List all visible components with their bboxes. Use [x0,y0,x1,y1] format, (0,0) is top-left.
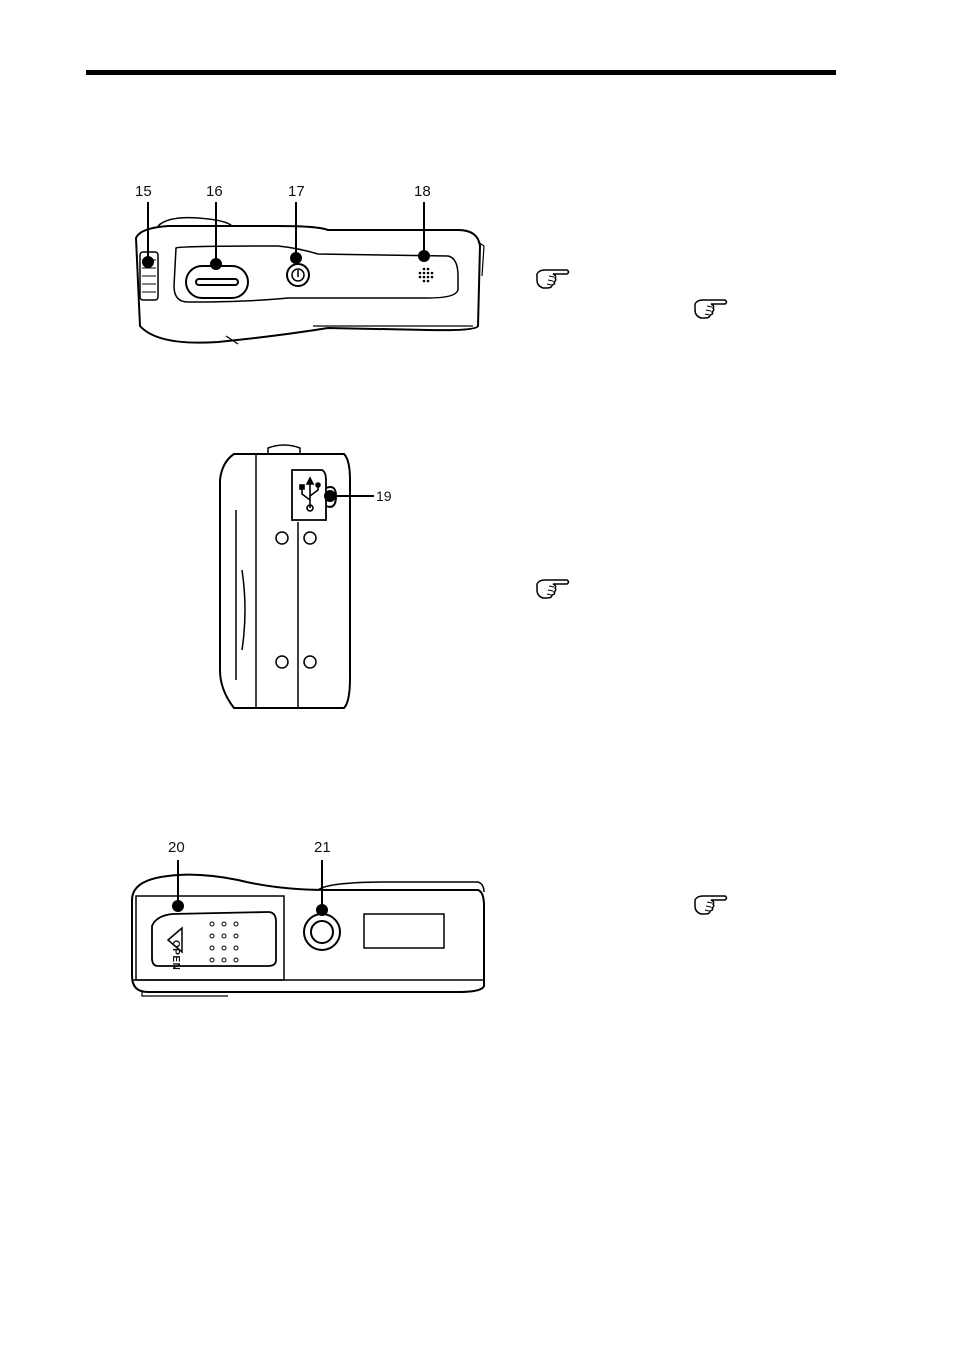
speaker-icon [419,268,434,283]
pointing-hand-icon [535,576,571,600]
pointing-hand-icon [535,266,571,290]
header-rule [86,70,836,75]
camera-bottom-view-figure: 20 21 OPEN [128,836,490,1000]
callout-18: 18 [414,184,431,200]
power-icon [287,264,309,286]
callout-17: 17 [288,184,305,200]
camera-top-view-figure: 15 16 17 18 [128,176,490,348]
pointing-hand-icon [693,296,729,320]
callout-15: 15 [135,184,152,200]
tripod-socket-icon [304,914,340,950]
battery-door-open-label: OPEN [167,940,183,970]
camera-side-view-figure: 19 [214,440,404,716]
callout-20: 20 [168,840,185,856]
callout-19: 19 [376,488,392,504]
callout-21: 21 [314,840,331,856]
pointing-hand-icon [693,892,729,916]
callout-16: 16 [206,184,223,200]
usb-icon [300,478,320,511]
